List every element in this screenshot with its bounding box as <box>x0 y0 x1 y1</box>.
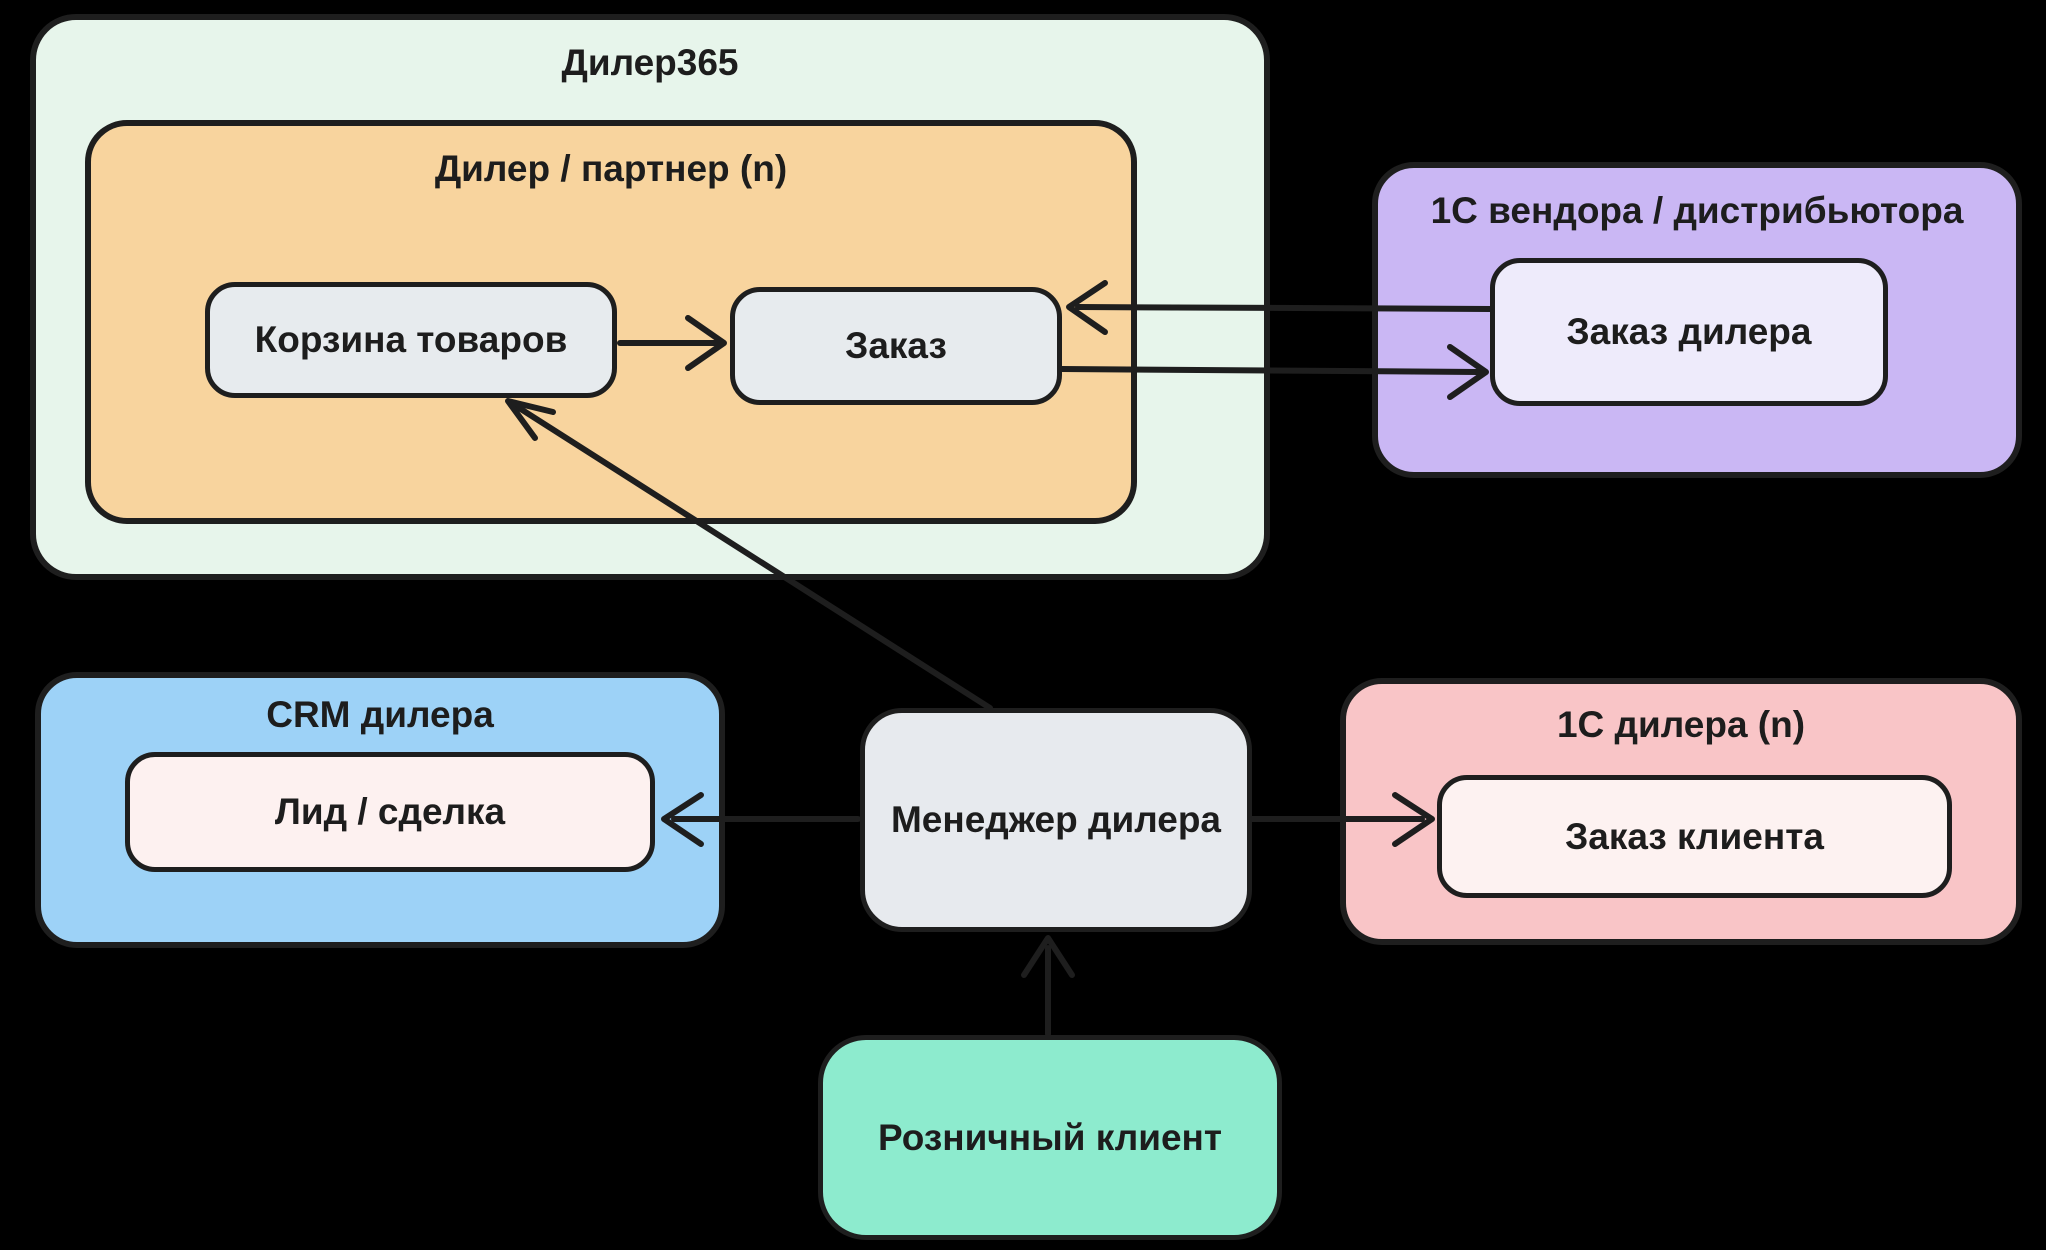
node-cart-label: Корзина товаров <box>254 319 568 360</box>
node-order: Заказ <box>730 287 1062 405</box>
node-dealer-order: Заказ дилера <box>1490 258 1888 406</box>
node-lead-deal: Лид / сделка <box>125 752 655 872</box>
container-1c-dealer-title: 1С дилера (n) <box>1556 704 1806 745</box>
node-dealer-manager: Менеджер дилера <box>860 708 1252 932</box>
container-dealer-partner-title: Дилер / партнер (n) <box>434 148 788 189</box>
node-dealer-manager-label: Менеджер дилера <box>890 799 1222 840</box>
node-order-label: Заказ <box>845 325 947 366</box>
container-crm-dealer-title: CRM дилера <box>266 694 494 735</box>
container-dealer365-title: Дилер365 <box>561 42 739 83</box>
node-client-order: Заказ клиента <box>1437 775 1952 898</box>
node-lead-deal-label: Лид / сделка <box>274 791 506 832</box>
container-1c-vendor-title: 1С вендора / дистрибьютора <box>1430 190 1964 231</box>
node-dealer-order-label: Заказ дилера <box>1566 311 1812 352</box>
node-client-order-label: Заказ клиента <box>1565 815 1824 857</box>
node-cart: Корзина товаров <box>205 282 617 398</box>
node-retail-client-label: Розничный клиент <box>877 1116 1223 1158</box>
arrow-retail-client-to-manager <box>1021 935 1075 1037</box>
node-retail-client: Розничный клиент <box>818 1035 1282 1240</box>
